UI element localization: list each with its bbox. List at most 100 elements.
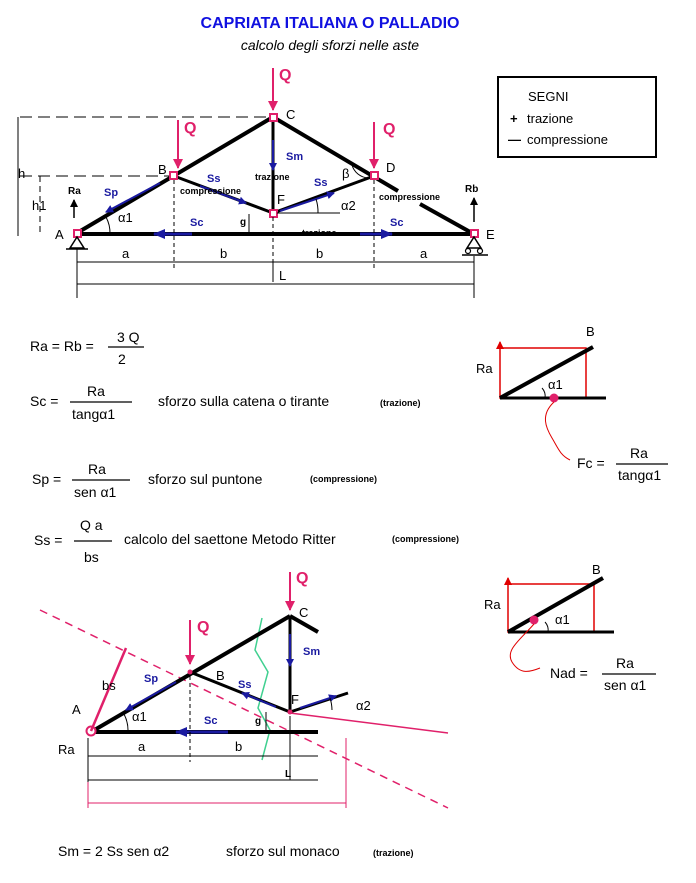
- h1-label: h1: [32, 198, 46, 213]
- formula-ss: Ss = Q a bs calcolo del saettone Metodo …: [34, 517, 459, 565]
- formula-ra-rb: Ra = Rb = 3 Q 2: [30, 329, 144, 367]
- note-compression-right: compressione: [379, 192, 440, 202]
- detail-nad-leader: [509, 623, 541, 672]
- ritter-dashed-line: [39, 609, 449, 809]
- force-Ss-right-label: Ss: [314, 177, 327, 189]
- ritter-Ra-label: Ra: [58, 742, 75, 757]
- legend-plus-label: trazione: [527, 111, 573, 126]
- detail-nad: B Ra α1 Nad = Ra sen α1: [484, 562, 656, 693]
- ritter-node-A-label: A: [72, 702, 81, 717]
- roller-left-icon: [464, 247, 472, 255]
- dim-a-left: a: [122, 246, 130, 261]
- dim-L-label: L: [279, 268, 286, 283]
- note-tension-tie: trazione: [302, 228, 337, 238]
- force-Sp-label: Sp: [104, 187, 118, 199]
- ritter-alpha1-label: α1: [132, 709, 147, 724]
- ritter-bs-arm: [89, 647, 128, 732]
- ritter-diagram: bs A B C F Q Q Sp Sm Ss Sc α1 α2 g a: [39, 570, 449, 809]
- node-D-label: D: [386, 160, 395, 175]
- force-Ss-right-arrow: [279, 191, 335, 212]
- formula-sm-tag: (trazione): [373, 848, 414, 858]
- detail-nad-node: [529, 615, 539, 625]
- ritter-rafter-right-stub: [289, 614, 319, 634]
- dim-b-left: b: [220, 246, 227, 261]
- angle-alpha1-label: α1: [118, 210, 133, 225]
- formula-sp-lhs: Sp =: [32, 471, 61, 487]
- node-C-label: C: [286, 107, 295, 122]
- legend-box: [497, 76, 657, 158]
- formula-sc-lhs: Sc =: [30, 393, 58, 409]
- load-B-label: Q: [184, 120, 196, 137]
- roller-right-icon: [476, 247, 484, 255]
- detail-fc-Ra-label: Ra: [476, 361, 493, 376]
- formula-sc-num: Ra: [87, 383, 105, 399]
- formula-sc-tag: (trazione): [380, 398, 421, 408]
- detail-nad-lhs: Nad =: [550, 665, 588, 681]
- formula-sc-desc: sforzo sulla catena o tirante: [158, 393, 329, 409]
- detail-nad-Ra-label: Ra: [484, 597, 501, 612]
- ritter-dim-L: L: [285, 769, 291, 780]
- formula-ra-den: 2: [118, 351, 126, 367]
- load-C-label: Q: [279, 67, 291, 84]
- detail-nad-rafter: [507, 576, 604, 634]
- reaction-Ra-label: Ra: [68, 186, 81, 197]
- force-Sc-right-label: Sc: [390, 217, 403, 229]
- angle-alpha1-arc: [105, 216, 111, 235]
- ritter-node-F-label: F: [291, 692, 299, 707]
- force-Ss-left-arrow: [199, 185, 247, 205]
- ritter-force-Sc-label: Sc: [204, 715, 217, 727]
- ritter-load-C-label: Q: [296, 570, 308, 587]
- h-label: h: [18, 166, 25, 181]
- support-A-icon: [68, 235, 86, 249]
- detail-nad-B-label: B: [592, 562, 601, 577]
- ritter-dim-b: b: [235, 739, 242, 754]
- detail-fc-lhs: Fc =: [577, 455, 605, 471]
- angle-beta-label: β: [342, 166, 349, 181]
- ritter-bs-label: bs: [102, 678, 116, 693]
- detail-nad-den: sen α1: [604, 677, 647, 693]
- formula-sp-tag: (compressione): [310, 474, 377, 484]
- ritter-node-B-label: B: [216, 668, 225, 683]
- legend-minus-sign: —: [508, 132, 521, 147]
- force-Sm-label: Sm: [286, 151, 303, 163]
- formula-ss-tag: (compressione): [392, 534, 459, 544]
- formula-sp-desc: sforzo sul puntone: [148, 471, 263, 487]
- formula-sc-den: tangα1: [72, 406, 115, 422]
- node-B-marker: [169, 171, 178, 180]
- formula-sm-desc: sforzo sul monaco: [226, 843, 340, 859]
- formula-ra-num: 3 Q: [117, 329, 140, 345]
- detail-nad-angle-arc: [544, 621, 549, 633]
- node-F-marker: [269, 209, 278, 218]
- formula-ss-lhs: Ss =: [34, 532, 62, 548]
- formula-sm: Sm = 2 Ss sen α2 sforzo sul monaco (traz…: [58, 843, 414, 859]
- node-E-label: E: [486, 227, 495, 242]
- detail-fc-node: [549, 393, 559, 403]
- ritter-alpha2-arc: [329, 697, 333, 711]
- node-B-label: B: [158, 162, 167, 177]
- force-Ss-left-label: Ss: [207, 173, 220, 185]
- dim-a-right: a: [420, 246, 428, 261]
- page-title: CAPRIATA ITALIANA O PALLADIO: [201, 15, 460, 32]
- main-truss: h h1 A B C D E F Q Q: [17, 67, 495, 298]
- detail-fc-angle-arc: [541, 387, 546, 399]
- node-E-marker: [470, 229, 479, 238]
- ritter-force-Sm-label: Sm: [303, 646, 320, 658]
- ritter-alpha2-label: α2: [356, 698, 371, 713]
- detail-fc-num: Ra: [630, 445, 648, 461]
- detail-fc-alpha-label: α1: [548, 377, 563, 392]
- formula-ss-desc: calcolo del saettone Metodo Ritter: [124, 531, 336, 547]
- ritter-force-Sp-arrow: [125, 681, 177, 711]
- ritter-load-B-label: Q: [197, 619, 209, 636]
- signs-legend: SEGNI + trazione — compressione: [497, 76, 657, 158]
- legend-heading: SEGNI: [528, 89, 568, 104]
- dim-b-right: b: [316, 246, 323, 261]
- legend-minus-label: compressione: [527, 132, 608, 147]
- formula-sp-num: Ra: [88, 461, 106, 477]
- angle-alpha2-arc: [315, 198, 319, 214]
- support-E-icon: [465, 235, 483, 249]
- ritter-pink-line: [289, 712, 449, 734]
- detail-fc-den: tangα1: [618, 467, 661, 483]
- force-Sp-arrow: [105, 182, 161, 213]
